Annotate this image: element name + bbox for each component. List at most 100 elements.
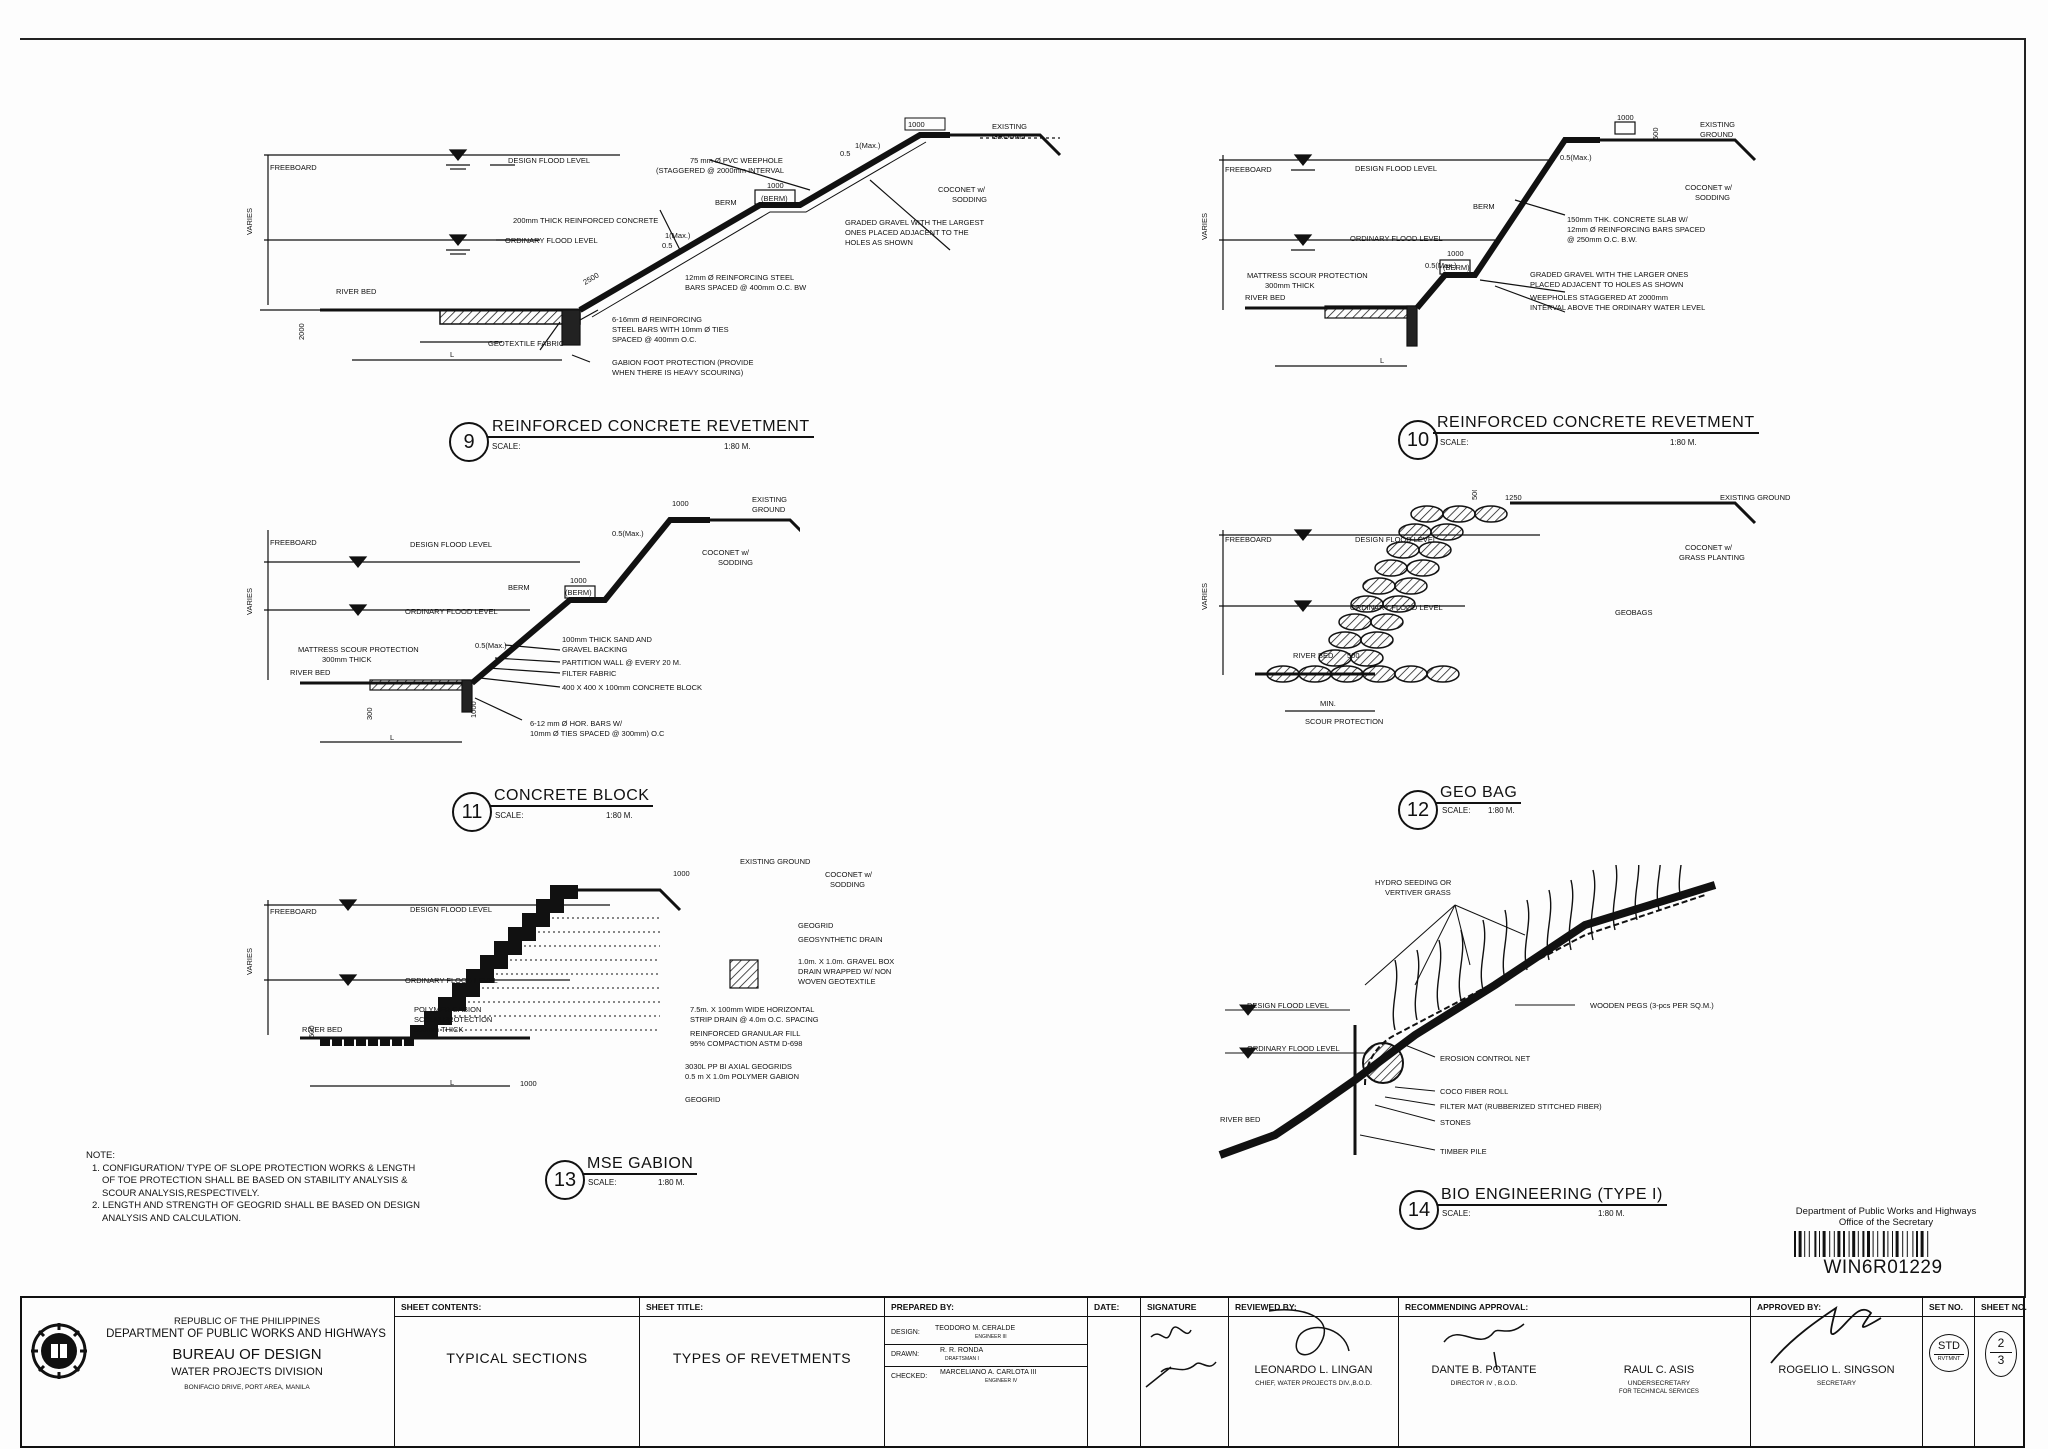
geobag	[1394, 665, 1428, 683]
geobag	[1442, 505, 1476, 523]
barcode-bar	[1848, 1231, 1850, 1257]
d13-dim1000-top: 1000	[673, 869, 690, 878]
d10-coconet: COCONET w/	[1685, 183, 1733, 192]
d9-dfl: DESIGN FLOOD LEVEL	[508, 156, 590, 165]
top-border	[20, 38, 2025, 40]
d10-gravel2: PLACED ADJACENT TO HOLES AS SHOWN	[1530, 280, 1683, 289]
gabion-unit	[466, 969, 494, 983]
d13-freeboard: FREEBOARD	[270, 907, 317, 916]
d12-scour: SCOUR PROTECTION	[1305, 717, 1383, 726]
prep-row-checked: CHECKED: MARCELIANO A. CARLOTA III ENGIN…	[885, 1366, 1087, 1388]
barcode-bar	[1906, 1231, 1908, 1257]
d13-varies: VARIES	[245, 948, 254, 975]
sheet-contents: TYPICAL SECTIONS	[446, 1350, 588, 1366]
document-stamp: Department of Public Works and Highways …	[1776, 1206, 1996, 1279]
geobag	[1382, 595, 1416, 613]
d14-river-bed: RIVER BED	[1220, 1115, 1261, 1124]
d10-berm-box: (BERM)	[1443, 263, 1470, 272]
d9-gravel1: GRADED GRAVEL WITH THE LARGEST	[845, 218, 984, 227]
d10-ofl: ORDINARY FLOOD LEVEL	[1350, 234, 1443, 243]
d13-gravel1: 1.0m. X 1.0m. GRAVEL BOX	[798, 957, 894, 966]
d9-varies: VARIES	[245, 208, 254, 235]
barcode-bar	[1927, 1231, 1929, 1257]
barcode-bar	[1872, 1231, 1874, 1257]
d10-weep2: INTERVAL ABOVE THE ORDINARY WATER LEVEL	[1530, 303, 1705, 312]
d9-coconet: COCONET w/	[938, 185, 986, 194]
d9-existing: EXISTING	[992, 122, 1027, 131]
d13-dim500: 500	[307, 1025, 316, 1038]
d11-sand2: GRAVEL BACKING	[562, 645, 628, 654]
barcode	[1794, 1231, 1929, 1257]
plant	[1634, 865, 1640, 921]
d12-river-bed: RIVER BED	[1293, 651, 1334, 660]
d11-coconet: COCONET w/	[702, 548, 750, 557]
dpwh-seal	[31, 1323, 87, 1379]
d9-gabion2: WHEN THERE IS HEAVY SCOURING)	[612, 368, 744, 377]
gabion-unit	[404, 1038, 414, 1046]
d11-dim300: 300	[365, 707, 374, 720]
d10-slab3: @ 250mm O.C. B.W.	[1567, 235, 1637, 244]
prep-checked-role: CHECKED:	[891, 1373, 928, 1380]
geobag	[1362, 577, 1396, 595]
prep-design-sub: ENGINEER III	[975, 1334, 1007, 1340]
note-1: 1. CONFIGURATION/ TYPE OF SLOPE PROTECTI…	[92, 1162, 416, 1199]
detail-10-scale-label: SCALE:	[1440, 438, 1469, 447]
detail-12-scale-label: SCALE:	[1442, 806, 1471, 815]
geobag	[1430, 523, 1464, 541]
d9-ratio-05: 0.5	[662, 241, 672, 250]
detail-12-title: GEO BAG	[1436, 784, 1522, 804]
rec1-name: DANTE B. POTANTE	[1431, 1364, 1537, 1376]
d11-dim1000-top: 1000	[672, 499, 689, 508]
d11-freeboard: FREEBOARD	[270, 538, 317, 547]
barcode-bar	[1867, 1231, 1870, 1257]
plant	[1656, 865, 1661, 911]
barcode-bar	[1857, 1231, 1859, 1257]
d12-min: MIN.	[1320, 699, 1336, 708]
d9-steel2: BARS SPACED @ 400mm O.C. BW	[685, 283, 807, 292]
d10-dfl: DESIGN FLOOD LEVEL	[1355, 164, 1437, 173]
plant	[1568, 879, 1574, 951]
d13-geogrid: GEOGRID	[798, 921, 834, 930]
detail-11-drawing: VARIES FREEBOARD DESIGN FLOOD LEVEL ORDI…	[245, 495, 800, 743]
detail-12-number: 12	[1398, 790, 1438, 830]
d13-ofl: ORDINARY FLOOD LEVEL	[405, 976, 498, 985]
gabion-unit	[424, 1011, 452, 1025]
d9-freeboard: FREEBOARD	[270, 163, 317, 172]
d10-mattress1: MATTRESS SCOUR PROTECTION	[1247, 271, 1368, 280]
stamp-code: WIN6R01229	[1823, 1257, 1943, 1278]
stamp-line1: Department of Public Works and Highways	[1795, 1206, 1977, 1217]
d11-dfl: DESIGN FLOOD LEVEL	[410, 540, 492, 549]
d13-geogrid2: GEOGRID	[685, 1095, 721, 1104]
gabion-unit	[368, 1038, 378, 1046]
detail-11-number: 11	[452, 792, 492, 832]
d9-gabion1: GABION FOOT PROTECTION (PROVIDE	[612, 358, 754, 367]
plant	[1436, 939, 1442, 1011]
barcode-bar	[1833, 1231, 1835, 1257]
d12-existing: EXISTING GROUND	[1720, 493, 1791, 502]
geobag	[1386, 541, 1420, 559]
d14-pegs: WOODEN PEGS (3-pcs PER SQ.M.)	[1590, 1001, 1714, 1010]
geobag	[1426, 665, 1460, 683]
sheet-no-value: 2	[1997, 1336, 2005, 1350]
geobag	[1350, 649, 1384, 667]
barcode-bar	[1912, 1231, 1914, 1257]
geobag	[1338, 613, 1372, 631]
sheet-contents-label: SHEET CONTENTS:	[395, 1298, 639, 1317]
d14-ofl: ORDINARY FLOOD LEVEL	[1247, 1044, 1340, 1053]
prep-checked-sub: ENGINEER IV	[985, 1378, 1018, 1384]
d9-steel1: 12mm Ø REINFORCING STEEL	[685, 273, 794, 282]
d13-strip2: STRIP DRAIN @ 4.0m O.C. SPACING	[690, 1015, 819, 1024]
approved-title: SECRETARY	[1816, 1380, 1857, 1387]
stamp-line2: Office of the Secretary	[1838, 1217, 1934, 1228]
set-no-oval: STD RVTMNT	[1929, 1334, 1969, 1372]
approved-signature	[1770, 1305, 1882, 1364]
d9-dim1000: 1000	[767, 181, 784, 190]
d10-berm: BERM	[1473, 202, 1495, 211]
d11-filter: FILTER FABRIC	[562, 669, 617, 678]
gabion-unit	[508, 927, 536, 941]
gabion-unit	[332, 1038, 342, 1046]
d13-dim-l: L	[450, 1078, 454, 1087]
d9-berm-box: (BERM)	[761, 194, 788, 203]
barcode-bar	[1804, 1231, 1806, 1257]
d14-dfl: DESIGN FLOOD LEVEL	[1247, 1001, 1329, 1010]
